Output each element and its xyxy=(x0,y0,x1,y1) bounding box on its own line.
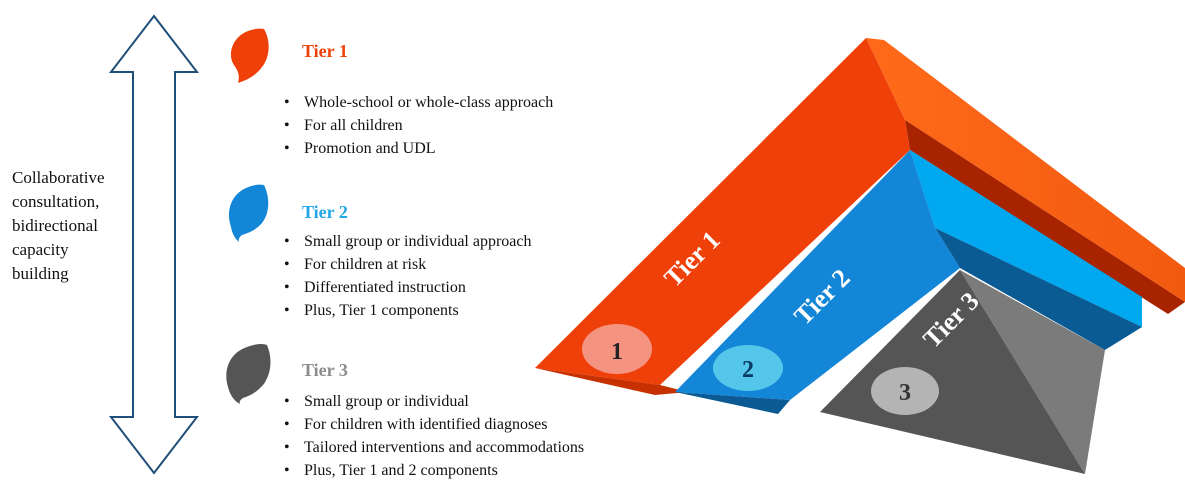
tier1-title: Tier 1 xyxy=(302,41,348,61)
list-item: Tailored interventions and accommodation… xyxy=(280,436,584,459)
tier3-bullet-list: Small group or individual For children w… xyxy=(280,390,584,481)
tier1-block xyxy=(535,38,1185,395)
tier2-badge-number: 2 xyxy=(742,357,754,383)
double-arrow-icon xyxy=(108,14,200,475)
tier3-title: Tier 3 xyxy=(302,360,348,380)
list-item: Promotion and UDL xyxy=(280,137,553,160)
list-item: For children at risk xyxy=(280,253,532,276)
list-item: Differentiated instruction xyxy=(280,276,532,299)
side-label-line: building xyxy=(12,264,69,283)
side-label-line: Collaborative xyxy=(12,168,105,187)
list-item: For children with identified diagnoses xyxy=(280,413,584,436)
tier1-badge: 1 xyxy=(582,324,652,374)
tier2-badge: 2 xyxy=(713,345,783,391)
tier3-badge-number: 3 xyxy=(899,380,911,406)
side-label: Collaborative consultation, bidirectiona… xyxy=(12,166,105,286)
tier1-bullet-list: Whole-school or whole-class approach For… xyxy=(280,91,553,160)
list-item: Plus, Tier 1 and 2 components xyxy=(280,459,584,481)
side-label-line: capacity xyxy=(12,240,69,259)
list-item: Plus, Tier 1 components xyxy=(280,299,532,322)
list-item: Small group or individual xyxy=(280,390,584,413)
side-label-line: bidirectional xyxy=(12,216,98,235)
tier3-marker-icon xyxy=(226,343,271,404)
tier2-title: Tier 2 xyxy=(302,202,348,222)
list-item: For all children xyxy=(280,114,553,137)
side-label-line: consultation, xyxy=(12,192,100,211)
tier2-bullet-list: Small group or individual approach For c… xyxy=(280,230,532,322)
tier2-block xyxy=(675,150,1142,414)
list-item: Whole-school or whole-class approach xyxy=(280,91,553,114)
tier1-badge-number: 1 xyxy=(611,339,623,365)
list-item: Small group or individual approach xyxy=(280,230,532,253)
tier2-marker-icon xyxy=(228,184,269,242)
tier3-badge: 3 xyxy=(871,367,939,415)
tier1-marker-icon xyxy=(230,28,269,83)
tier3-block xyxy=(820,270,1105,474)
